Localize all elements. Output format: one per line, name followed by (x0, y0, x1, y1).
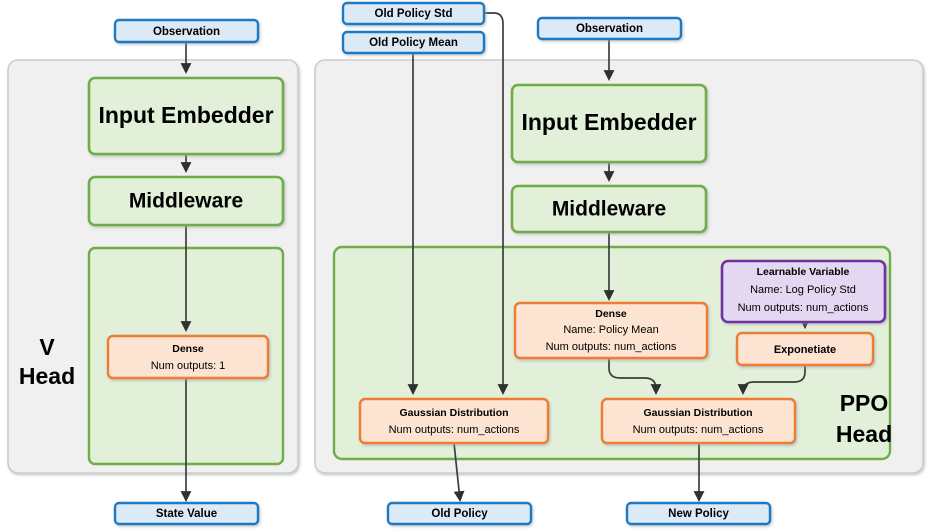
node-input-embedder-ppo[interactable]: Input Embedder (510, 83, 708, 164)
svg-text:Input Embedder: Input Embedder (98, 102, 273, 128)
svg-text:Name: Policy Mean: Name: Policy Mean (563, 324, 658, 336)
node-gaussian-distribution-new[interactable]: Gaussian Distribution Num outputs: num_a… (600, 397, 797, 445)
node-gaussian-distribution-old[interactable]: Gaussian Distribution Num outputs: num_a… (358, 397, 550, 445)
svg-text:Num outputs: num_actions: Num outputs: num_actions (389, 424, 520, 436)
node-middleware-ppo[interactable]: Middleware (510, 184, 708, 234)
node-new-policy[interactable]: New Policy (625, 501, 772, 526)
svg-text:Head: Head (19, 363, 75, 389)
edge-gaussian-old-to-old-policy (453, 442, 465, 503)
node-observation-right[interactable]: Observation (536, 16, 683, 41)
svg-text:Num outputs: num_actions: Num outputs: num_actions (738, 302, 869, 314)
svg-text:Gaussian Distribution: Gaussian Distribution (643, 407, 752, 419)
svg-text:Exponetiate: Exponetiate (774, 344, 836, 356)
node-input-embedder-v[interactable]: Input Embedder (87, 76, 285, 156)
node-dense-policy-mean[interactable]: Dense Name: Policy Mean Num outputs: num… (513, 301, 709, 360)
svg-text:State Value: State Value (156, 508, 217, 520)
connectors (180, 12, 811, 503)
edge-dense-to-gaussian-new (608, 358, 662, 396)
svg-text:Input Embedder: Input Embedder (521, 109, 696, 135)
svg-text:Old Policy Mean: Old Policy Mean (369, 37, 458, 49)
node-old-policy[interactable]: Old Policy (386, 501, 533, 526)
svg-text:Old Policy: Old Policy (431, 508, 488, 520)
svg-text:Dense: Dense (172, 343, 204, 355)
svg-text:New Policy: New Policy (668, 508, 729, 520)
node-middleware-v[interactable]: Middleware (87, 175, 285, 227)
svg-text:Middleware: Middleware (129, 190, 243, 213)
svg-text:Num outputs: num_actions: Num outputs: num_actions (546, 341, 677, 353)
node-exponetiate[interactable]: Exponetiate (735, 331, 875, 367)
edge-exponetiate-to-gaussian-new (737, 365, 806, 396)
node-old-policy-mean[interactable]: Old Policy Mean (341, 30, 486, 55)
svg-text:Num outputs: num_actions: Num outputs: num_actions (633, 424, 764, 436)
svg-text:Old Policy Std: Old Policy Std (375, 8, 453, 20)
svg-text:Gaussian Distribution: Gaussian Distribution (399, 407, 508, 419)
svg-text:PPO: PPO (840, 390, 889, 416)
v-head-label: V Head (19, 334, 75, 389)
edge-old-policy-std-to-gaussian (483, 12, 509, 396)
svg-text:V: V (39, 334, 55, 360)
node-observation-left[interactable]: Observation (113, 18, 260, 44)
svg-text:Observation: Observation (576, 23, 643, 35)
node-dense-v[interactable]: Dense Num outputs: 1 (106, 334, 270, 380)
svg-text:Middleware: Middleware (552, 198, 666, 221)
node-learnable-variable[interactable]: Learnable Variable Name: Log Policy Std … (720, 259, 887, 324)
node-state-value[interactable]: State Value (113, 501, 260, 526)
svg-text:Name: Log Policy Std: Name: Log Policy Std (750, 284, 856, 296)
svg-text:Head: Head (836, 421, 892, 447)
svg-text:Learnable Variable: Learnable Variable (757, 266, 850, 278)
ppo-head-label: PPO Head (836, 390, 892, 447)
node-old-policy-std[interactable]: Old Policy Std (341, 1, 486, 26)
svg-text:Observation: Observation (153, 26, 220, 38)
svg-text:Dense: Dense (595, 308, 627, 320)
svg-text:Num outputs: 1: Num outputs: 1 (151, 360, 226, 372)
